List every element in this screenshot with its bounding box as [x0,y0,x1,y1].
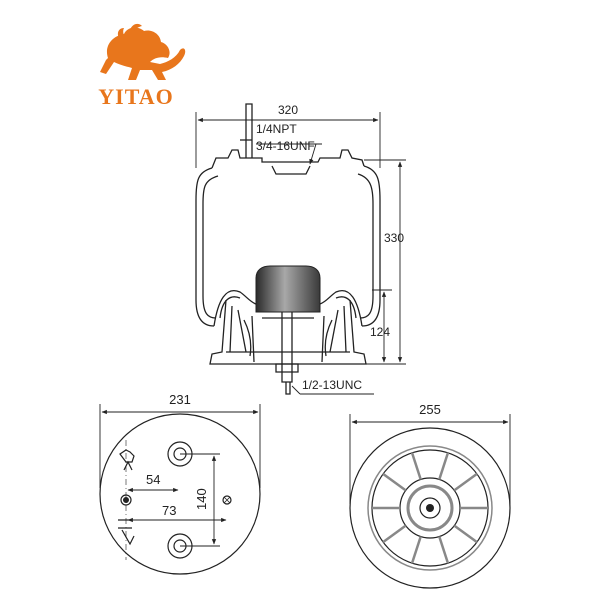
piston-center-bolt [426,504,434,512]
bottom-view-dimensions [349,414,511,504]
piston-spoke [382,472,407,492]
port-label: 1/4NPT [256,122,297,136]
side-dimension-labels: 320 1/4NPT 3/4-16UNF 330 124 1/2-13UNC [256,103,404,392]
stud-label: 3/4-16UNF [256,139,315,153]
piston-spoke [410,452,422,480]
lion-icon [100,23,186,80]
offset-large-label: 73 [162,503,176,518]
offset-small-label: 54 [146,472,160,487]
stud-spacing-label: 140 [194,488,209,510]
piston-cap [255,265,321,313]
piston-spokes [372,452,488,564]
air-port [123,497,129,503]
bolt-label: 1/2-13UNC [302,378,362,392]
height-label: 330 [384,231,404,245]
brand-name: YITAO [98,84,174,109]
plate-diameter-label: 231 [169,392,191,407]
side-view [195,103,381,395]
piston-spoke [438,452,450,480]
piston-spoke [410,536,422,564]
piston-spoke [382,524,407,544]
bottom-diameter-label: 255 [419,402,441,417]
top-plate-dimensions [99,404,261,547]
brand-logo: YITAO [98,23,186,109]
width-label: 320 [278,103,298,117]
piston-spoke [453,524,478,544]
side-dimensions [195,112,406,395]
piston-height-label: 124 [370,325,390,339]
top-plate-labels: 231 54 73 140 [146,392,209,518]
piston-spoke [438,536,450,564]
top-plate-view [99,413,261,575]
piston-spoke [453,472,478,492]
